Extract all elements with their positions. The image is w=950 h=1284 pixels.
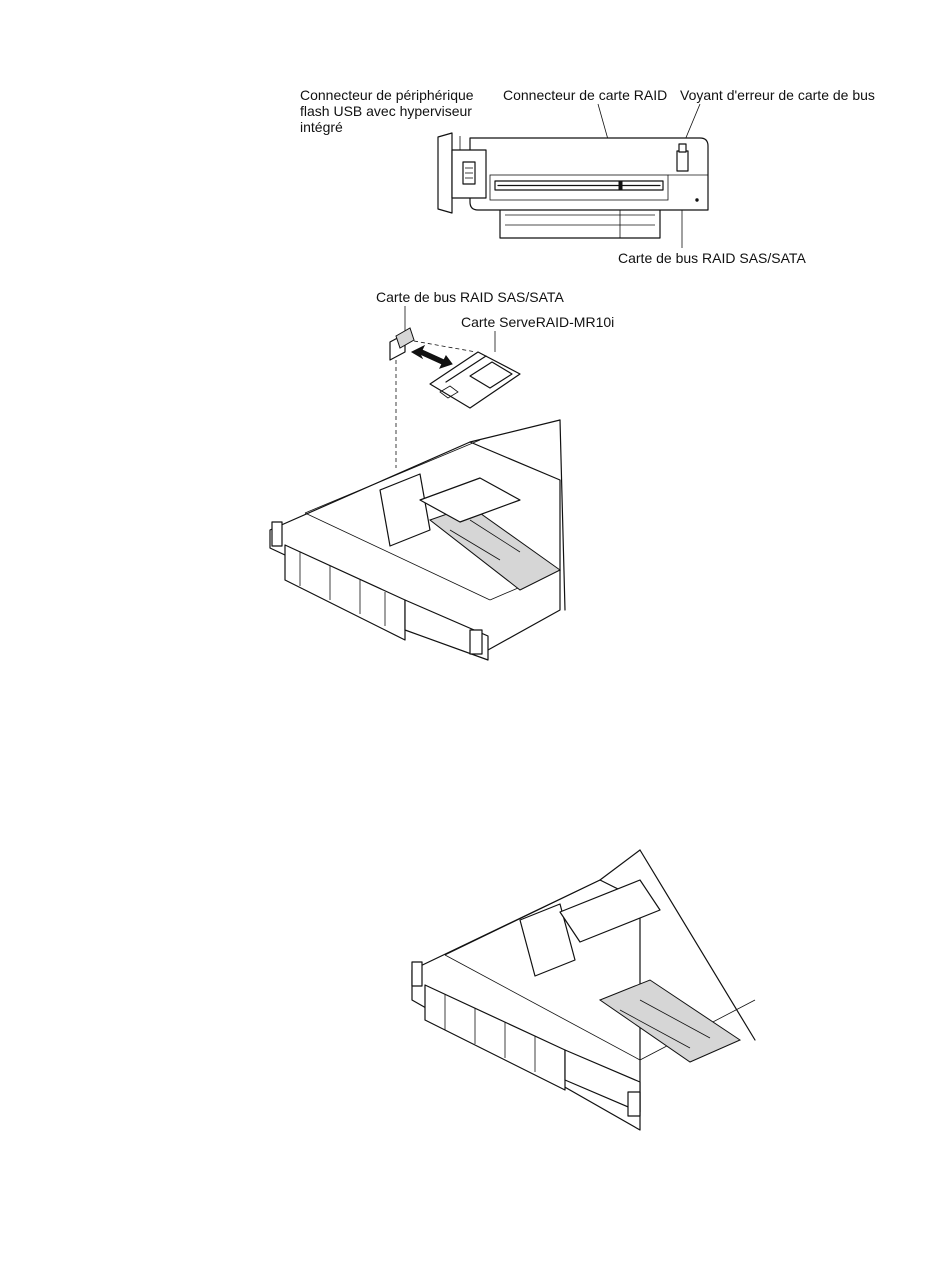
server-chassis-lower — [412, 850, 755, 1130]
server-chassis-upper — [270, 420, 565, 660]
double-arrow-icon — [412, 346, 452, 368]
